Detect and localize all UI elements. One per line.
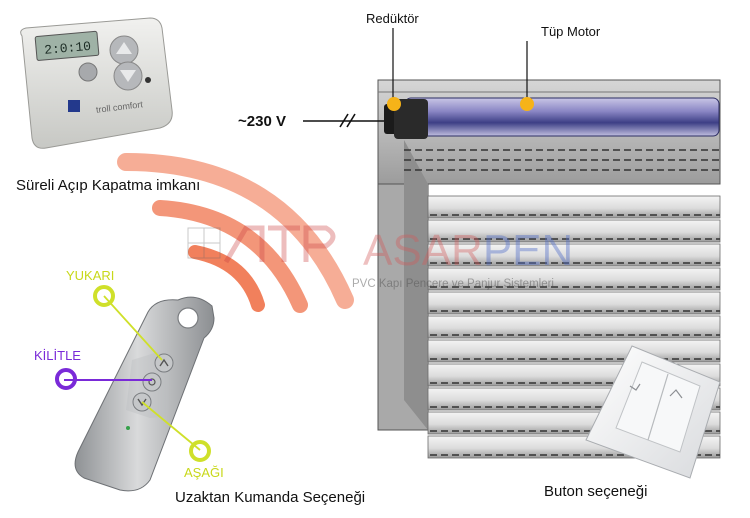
- watermark-brand-left: ASAR: [363, 226, 483, 275]
- tube-motor: [384, 97, 720, 139]
- switch-up-key[interactable]: [669, 389, 683, 399]
- rolled-slats: [404, 149, 720, 171]
- switch-caption: Buton seçeneği: [544, 483, 648, 500]
- switch-down-key[interactable]: [629, 383, 641, 391]
- remote-control: [74, 296, 215, 492]
- remote-leaders: [64, 295, 201, 451]
- shutter-slat: [427, 315, 721, 339]
- power-cable: [303, 113, 384, 128]
- shutter-slat: [427, 291, 721, 315]
- shutter-slat: [427, 219, 721, 243]
- remote-up-button[interactable]: [154, 353, 174, 373]
- timer-display-text: 2:0:10: [44, 39, 92, 58]
- leader-lines: [392, 28, 528, 104]
- watermark-brand: ASARPEN: [363, 226, 573, 276]
- tube-motor-marker: [520, 97, 534, 111]
- tube-motor-label: Tüp Motor: [541, 24, 601, 39]
- down-label: AŞAĞI: [184, 465, 224, 480]
- lock-ring-icon: [55, 368, 77, 390]
- shutter-slat: [427, 267, 721, 291]
- watermark-brand-right: PEN: [482, 226, 574, 275]
- reduktor-marker: [387, 97, 401, 111]
- timer-device: 2:0:10 troll comfort: [20, 17, 173, 149]
- signal-waves: [117, 153, 354, 313]
- reduktor-label: Redüktör: [366, 11, 419, 26]
- shutter-slat: [427, 243, 721, 267]
- up-label: YUKARI: [66, 268, 115, 283]
- remote-lock-button[interactable]: [142, 372, 162, 392]
- remote-caption: Uzaktan Kumanda Seçeneği: [175, 489, 366, 506]
- voltage-label: ~230 V: [238, 113, 286, 130]
- watermark-subtitle: PVC Kapı Pencere ve Panjur Sistemleri: [352, 278, 554, 290]
- up-ring-icon: [93, 285, 115, 307]
- lock-label: KİLİTLE: [34, 348, 81, 363]
- shutter-slat: [427, 195, 721, 219]
- down-ring-icon: [189, 440, 211, 462]
- wall-switch: [585, 345, 721, 479]
- timer-caption: Süreli Açıp Kapatma imkanı: [16, 177, 201, 194]
- watermark-logo: [187, 225, 336, 264]
